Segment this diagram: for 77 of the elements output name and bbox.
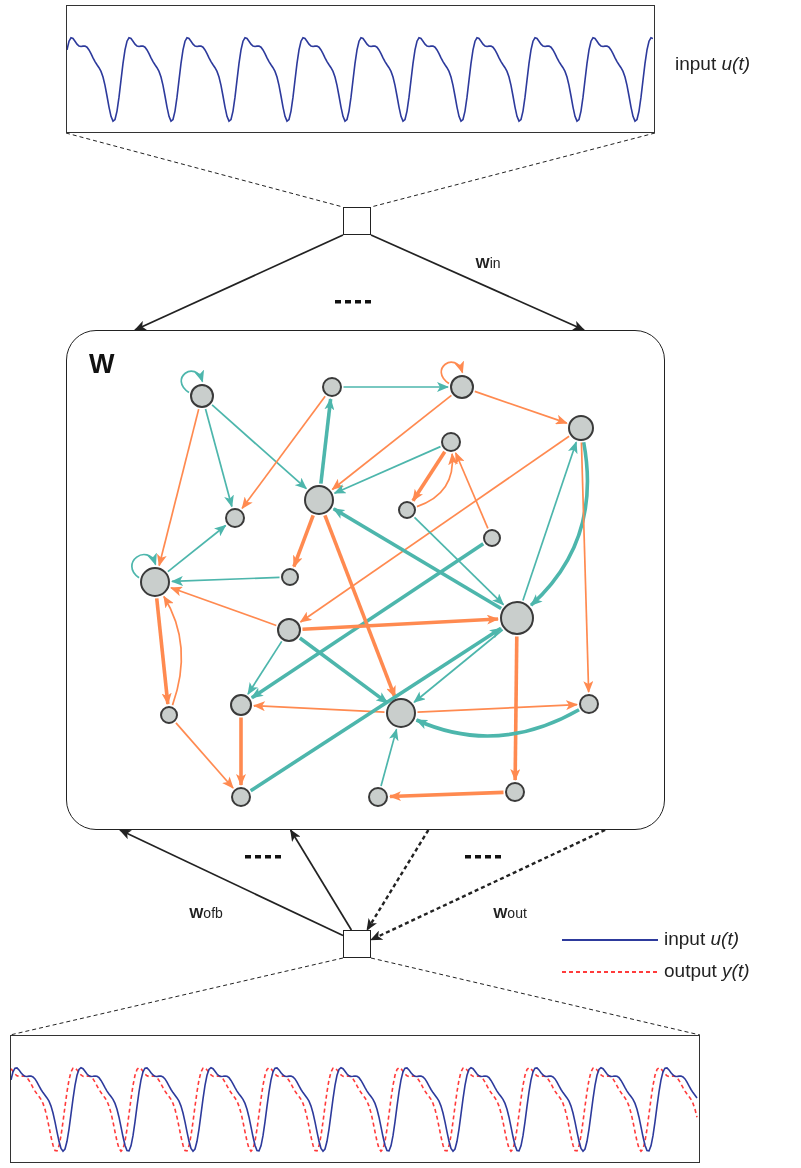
neuron-circle [139,566,170,597]
arrow [131,552,157,579]
arrow [171,575,281,586]
arrow [319,397,335,484]
arrow [416,700,578,714]
arrow [180,369,204,394]
neuron-circle [567,414,594,441]
arrow [510,636,521,781]
matrix-label: W [89,351,115,378]
arrow [342,382,449,392]
neuron-circle [482,528,501,547]
arrow [302,614,499,632]
arrow [163,595,183,706]
neuron-circle [189,383,214,408]
neuron-circle [230,786,251,807]
neuron-circle [321,376,342,397]
neuron-circle [385,697,416,728]
connector-line [370,132,656,208]
unit-square [343,930,371,958]
neuron-circle [504,781,525,802]
neuron-circle [367,786,388,807]
arrow [249,626,503,793]
legend-label: output y(t) [664,960,750,982]
neuron-circle [229,693,252,716]
arrow [415,708,580,738]
arrow [298,636,389,705]
arrow [170,586,278,627]
arrow [413,628,504,704]
arrow [299,435,570,623]
connector-line [9,957,344,1036]
arrow [323,514,397,699]
arrow [211,404,308,490]
arrow [119,829,344,937]
arrow [331,394,453,491]
arrow [250,542,485,700]
arrow [440,360,464,385]
neuron-circle [224,507,245,528]
neuron-circle [276,617,301,642]
arrow [370,234,586,331]
arrow [473,390,568,425]
arrow [253,701,386,714]
arrow [134,234,344,331]
neuron-circle [578,693,599,714]
arrow [236,717,246,786]
arrow [247,640,283,695]
arrow [366,829,430,931]
reservoir-panel [66,330,665,830]
arrow [416,452,458,508]
neuron-circle [449,374,474,399]
arrow [154,598,172,706]
signal-label: input u(t) [675,53,750,75]
legend-label: input u(t) [664,928,739,950]
neuron-circle [159,705,178,724]
arrow [204,408,234,508]
arrow [411,450,447,502]
neuron-circle [499,600,534,635]
neuron-circle [440,431,461,452]
neuron-circle [303,484,334,515]
arrow [292,514,315,568]
arrow [454,452,489,530]
arrow [241,395,326,510]
unit-square [343,207,371,235]
arrow [580,441,594,693]
arrow [389,790,504,802]
neuron-circle [280,567,299,586]
arrow [522,441,578,602]
arrow [413,516,505,606]
arrow [157,408,200,567]
arrow [332,507,503,611]
arrow [167,524,227,573]
arrow [529,442,590,607]
arrow [175,722,234,789]
arrow [289,829,353,931]
arrow [333,445,442,494]
neuron-circle [397,500,416,519]
arrow [380,728,399,787]
arrow [370,828,606,941]
